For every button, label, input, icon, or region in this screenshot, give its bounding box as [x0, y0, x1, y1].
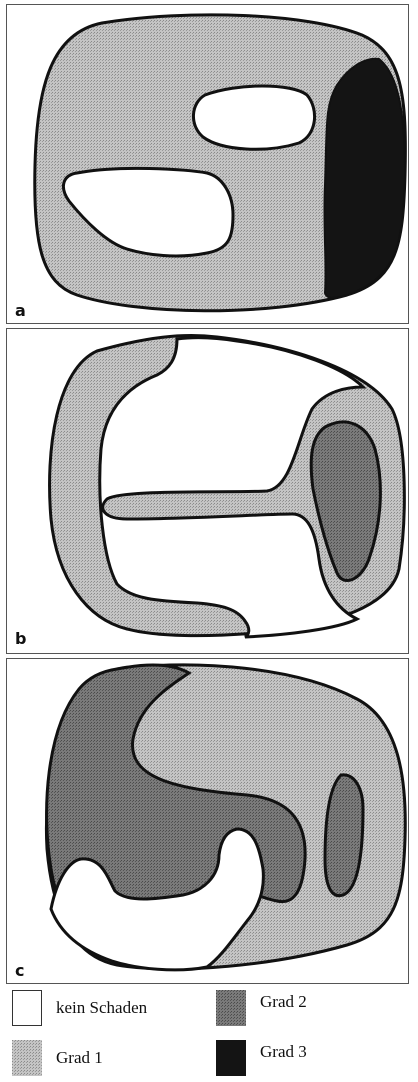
legend-item-grade1: Grad 1 — [12, 1040, 103, 1076]
swatch-grade1 — [12, 1040, 42, 1076]
legend-item-grade3: Grad 3 — [216, 1040, 307, 1076]
legend-item-none: kein Schaden — [12, 990, 147, 1026]
region-grade3 — [324, 59, 405, 298]
legend-label: kein Schaden — [56, 998, 147, 1018]
cross-section-b — [7, 329, 410, 655]
panel-label: c — [15, 961, 24, 980]
swatch-none — [12, 990, 42, 1026]
legend-label: Grad 1 — [56, 1048, 103, 1068]
legend-label: Grad 3 — [260, 1042, 307, 1062]
swatch-grade2 — [216, 990, 246, 1026]
region-grade2-small — [325, 775, 363, 896]
legend: kein Schaden Grad 2 Grad 1 Grad 3 — [0, 990, 418, 1082]
panel-label: b — [15, 629, 26, 648]
cross-section-c — [7, 659, 410, 985]
panel-a: a — [6, 4, 409, 324]
legend-label: Grad 2 — [260, 992, 307, 1012]
panel-c: c — [6, 658, 409, 984]
cross-section-a — [7, 5, 410, 325]
legend-item-grade2: Grad 2 — [216, 990, 307, 1026]
region-none-upper — [193, 86, 314, 149]
swatch-grade3 — [216, 1040, 246, 1076]
panel-b: b — [6, 328, 409, 654]
panel-label: a — [15, 301, 26, 320]
